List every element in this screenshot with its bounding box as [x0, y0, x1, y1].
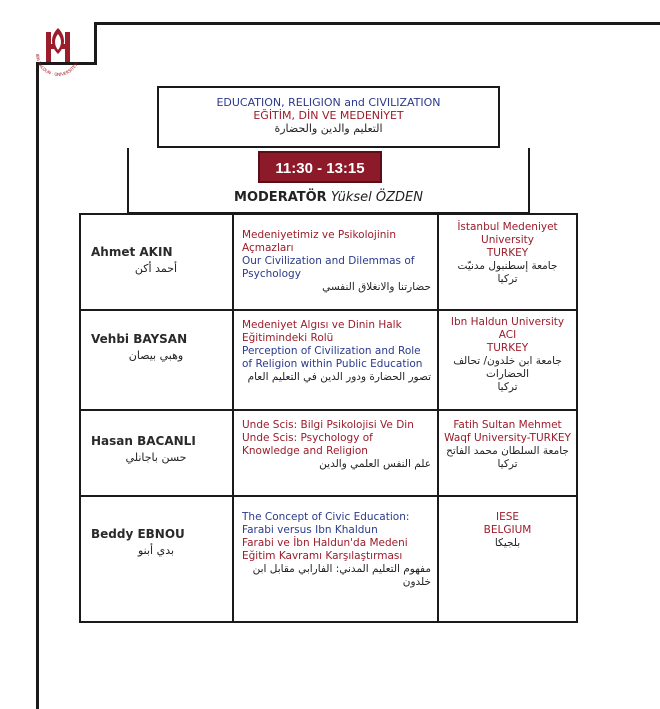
institution-name-ar: جامعة السلطان محمد الفاتح [446, 445, 569, 457]
institution-name-ar: جامعة إسطنبول مدنيّت [457, 260, 558, 272]
speaker-cell: Vehbi BAYSAN وهبي بيصان [81, 311, 234, 409]
talk-cell: The Concept of Civic Education: Farabi v… [234, 497, 439, 621]
institution-country: BELGIUM [483, 524, 532, 536]
speaker-name: Ahmet AKIN [91, 245, 173, 259]
speaker-name: Hasan BACANLI [91, 434, 196, 448]
institution-country-ar: تركيا [497, 381, 518, 393]
talk-title-en: Perception of Civilization and Role of R… [242, 345, 423, 370]
university-logo: IBN HALDUN · ÜNİVERSİTESİ [28, 24, 88, 84]
moderator-label: MODERATÖR [234, 190, 327, 205]
talk-title-ar: علم النفس العلمي والدين [319, 458, 431, 470]
session-title-box: EDUCATION, RELIGION and CIVILIZATION EĞİ… [157, 86, 500, 148]
institution-country: TURKEY [486, 247, 529, 259]
row-divider [81, 409, 576, 411]
table-row: Hasan BACANLI حسن باجانلي Unde Scis: Bil… [81, 411, 576, 495]
institution-cell: Ibn Haldun University ACI TURKEY جامعة ا… [439, 311, 576, 409]
speaker-name: Vehbi BAYSAN [91, 332, 188, 346]
speaker-name-ar: وهبي بيصان [128, 349, 184, 362]
table-row: Ahmet AKIN أحمد أكن Medeniyetimiz ve Psi… [81, 215, 576, 309]
frame-side-line [36, 64, 39, 709]
speaker-name-ar: حسن باجانلي [125, 451, 187, 464]
talk-cell: Medeniyet Algısı ve Dinin Halk Eğitimind… [234, 311, 439, 409]
table-row: Beddy EBNOU بدي أبنو The Concept of Civi… [81, 497, 576, 621]
institution-cell: Fatih Sultan Mehmet Waqf University-TURK… [439, 411, 576, 495]
svg-text:IBN HALDUN · ÜNİVERSİTESİ: IBN HALDUN · ÜNİVERSİTESİ [35, 54, 79, 77]
moderator-name: Yüksel ÖZDEN [330, 190, 423, 205]
talk-title-en: The Concept of Civic Education: Farabi v… [242, 511, 410, 536]
session-title-tr: EĞİTİM, DİN VE MEDENİYET [253, 109, 404, 122]
talk-title-ar: مفهوم التعليم المدني: الفارابي مقابل ابن… [252, 563, 431, 588]
moderator-line: MODERATÖR Yüksel ÖZDEN [127, 190, 530, 205]
row-divider [81, 495, 576, 497]
talk-title-tr: Medeniyetimiz ve Psikolojinin Açmazları [242, 229, 396, 254]
talk-cell: Medeniyetimiz ve Psikolojinin Açmazları … [234, 215, 439, 309]
talk-cell: Unde Scis: Bilgi Psikolojisi Ve Din Unde… [234, 411, 439, 495]
institution-name: İstanbul Medeniyet University [457, 221, 558, 246]
institution-name: IESE [495, 511, 520, 523]
talk-title-tr: Farabi ve İbn Haldun'da Medeni Eğitim Ka… [242, 537, 408, 562]
frame-top-line [94, 22, 660, 25]
row-divider [81, 309, 576, 311]
institution-name: Fatih Sultan Mehmet Waqf University-TURK… [444, 419, 571, 444]
speaker-cell: Hasan BACANLI حسن باجانلي [81, 411, 234, 495]
institution-name-2: ACI [498, 329, 517, 341]
talk-title-tr: Unde Scis: Bilgi Psikolojisi Ve Din [242, 419, 414, 431]
talk-title-tr: Medeniyet Algısı ve Dinin Halk Eğitimind… [242, 319, 402, 344]
institution-name-ar: بلجيكا [494, 537, 521, 549]
institution-country: TURKEY [486, 342, 529, 354]
speaker-cell: Beddy EBNOU بدي أبنو [81, 497, 234, 621]
speaker-name-ar: بدي أبنو [137, 544, 175, 557]
session-title-en: EDUCATION, RELIGION and CIVILIZATION [216, 96, 441, 109]
speaker-name: Beddy EBNOU [91, 527, 185, 541]
institution-name: Ibn Haldun University [450, 316, 565, 328]
talk-title-en: Our Civilization and Dilemmas of Psychol… [242, 255, 415, 280]
speaker-table: Ahmet AKIN أحمد أكن Medeniyetimiz ve Psi… [79, 213, 578, 623]
institution-cell: İstanbul Medeniyet University TURKEY جام… [439, 215, 576, 309]
institution-country-ar: تركيا [497, 458, 518, 470]
frame-left-line [94, 22, 97, 64]
speaker-cell: Ahmet AKIN أحمد أكن [81, 215, 234, 309]
table-row: Vehbi BAYSAN وهبي بيصان Medeniyet Algısı… [81, 311, 576, 409]
talk-title-ar: حضارتنا والانغلاق النفسي [322, 281, 431, 293]
frame-step-line [36, 62, 97, 65]
institution-country-ar: تركيا [497, 273, 518, 285]
talk-title-en: Unde Scis: Psychology of Knowledge and R… [242, 432, 373, 457]
speaker-name-ar: أحمد أكن [134, 262, 178, 275]
session-time-badge: 11:30 - 13:15 [258, 151, 382, 183]
institution-cell: IESE BELGIUM بلجيكا [439, 497, 576, 621]
talk-title-ar: تصور الحضارة ودور الدين في التعليم العام [247, 371, 431, 383]
session-title-ar: التعليم والدين والحضارة [274, 122, 383, 135]
institution-name-ar: جامعة ابن خلدون/ تحالف الحضارات [453, 355, 562, 380]
logo-ring-text: IBN HALDUN · ÜNİVERSİTESİ [35, 54, 79, 77]
